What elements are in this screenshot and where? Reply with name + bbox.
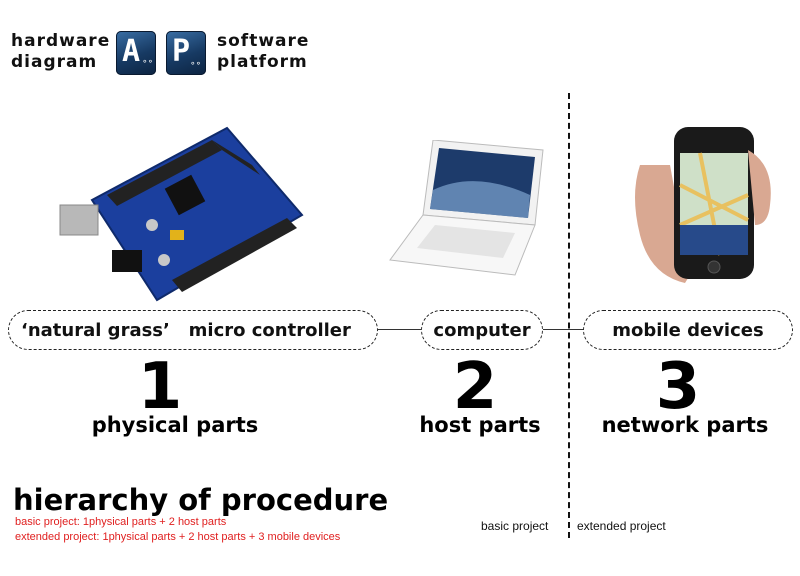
number-3: 3 — [655, 350, 701, 424]
procedure-basic: basic project: 1physical parts + 2 host … — [15, 516, 227, 528]
pill-computer: computer — [421, 310, 543, 350]
logo-a-dots: ∘∘ — [142, 57, 154, 67]
hardware-line-2: diagram — [11, 52, 98, 72]
connector-line-1 — [378, 329, 421, 330]
logo-p-dots: ∘∘ — [190, 59, 202, 69]
laptop-image — [389, 140, 544, 276]
procedure-extended: extended project: 1physical parts + 2 ho… — [15, 531, 341, 543]
procedure-title: hierarchy of procedure — [13, 483, 389, 517]
pill-micro-controller: ‘natural grass’ micro controller — [8, 310, 378, 350]
arduino-board-image — [52, 120, 312, 310]
connector-line-2 — [543, 329, 583, 330]
phone-in-hand-image — [635, 127, 771, 283]
logo-a-letter: A — [122, 34, 141, 69]
hardware-line-1: hardware — [11, 31, 111, 51]
pill-computer-label: computer — [433, 319, 531, 341]
extended-project-label: extended project — [577, 519, 666, 533]
hardware-label: hardware diagram — [11, 31, 110, 73]
number-2: 2 — [452, 350, 498, 424]
software-line-1: software — [217, 31, 310, 51]
software-line-2: platform — [217, 52, 308, 72]
ap-logo-a-icon: A ∘∘ — [116, 31, 156, 75]
number-1: 1 — [137, 350, 183, 424]
software-label: software platform — [217, 31, 309, 73]
logo-p-letter: P — [172, 34, 191, 69]
label-physical-parts: physical parts — [91, 413, 259, 437]
label-network-parts: network parts — [601, 413, 769, 437]
ap-logo-p-icon: P ∘∘ — [166, 31, 206, 75]
pill-micro-controller-label: ‘natural grass’ micro controller — [21, 319, 351, 341]
scope-divider — [568, 93, 570, 538]
pill-mobile-devices: mobile devices — [583, 310, 793, 350]
label-host-parts: host parts — [419, 413, 541, 437]
pill-mobile-devices-label: mobile devices — [612, 319, 764, 341]
basic-project-label: basic project — [481, 519, 549, 533]
